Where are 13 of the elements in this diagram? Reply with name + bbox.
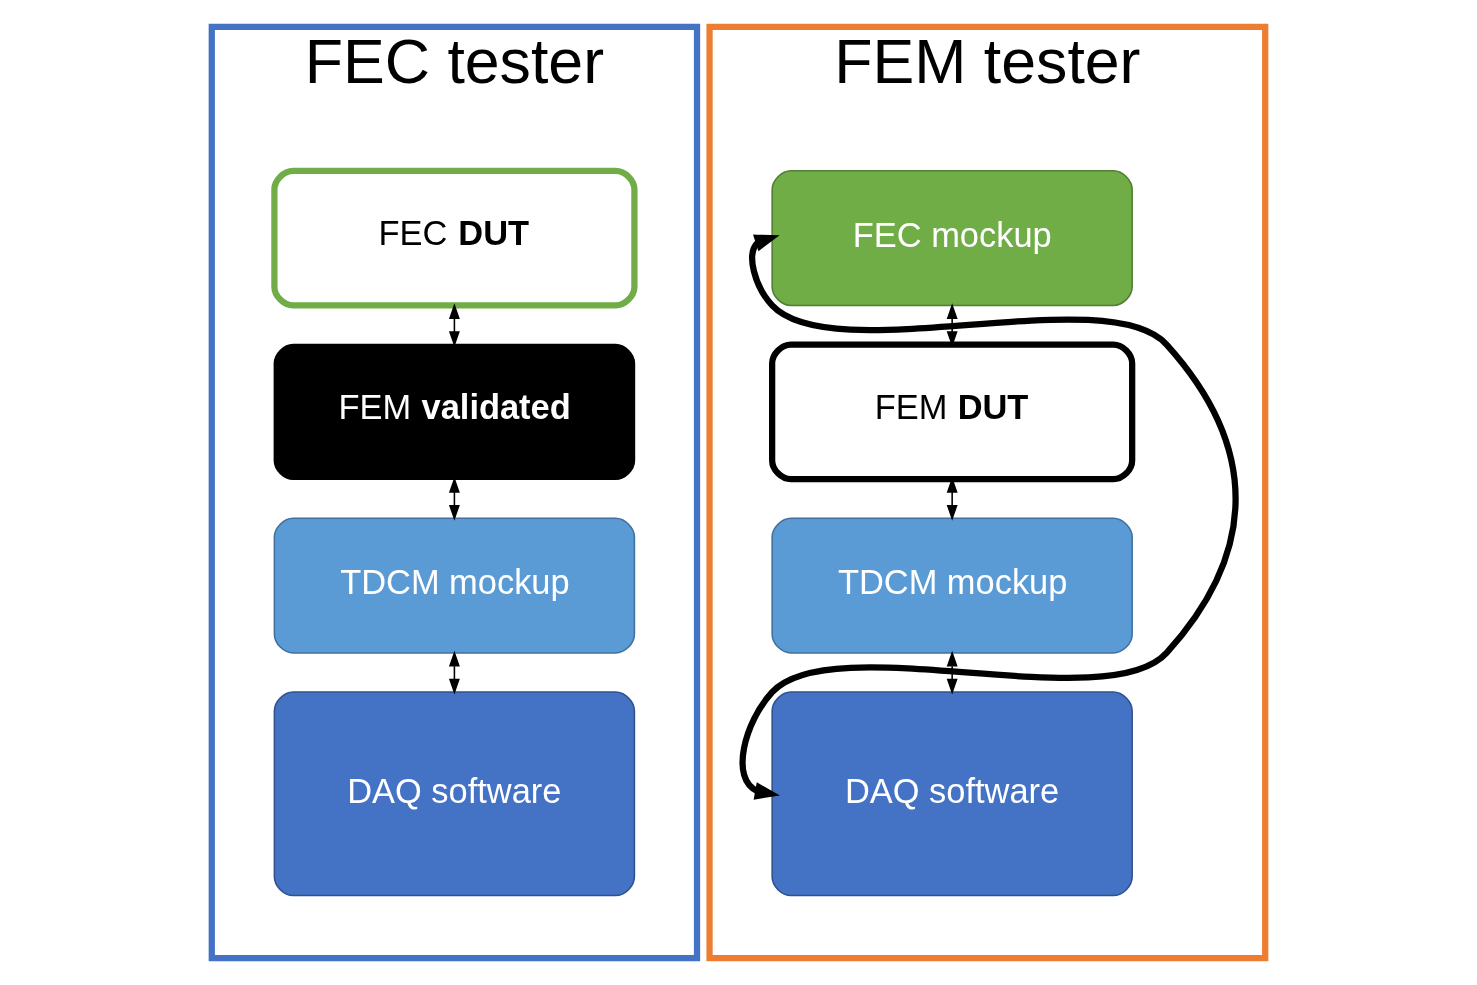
node-box: DAQ software (771, 691, 1133, 897)
node-box: TDCM mockup (273, 517, 636, 654)
arrow (448, 650, 460, 695)
node-box: DAQ software (273, 691, 636, 897)
arrow (448, 303, 460, 347)
node-box: FEM DUT (769, 341, 1136, 483)
node-box: TDCM mockup (771, 517, 1133, 654)
arrow (448, 477, 460, 521)
node-box: FEC mockup (771, 170, 1133, 307)
arrow (739, 234, 1239, 800)
node-box: FEM validated (273, 343, 636, 480)
arrow (946, 650, 958, 695)
node-box: FEC DUT (271, 167, 638, 309)
